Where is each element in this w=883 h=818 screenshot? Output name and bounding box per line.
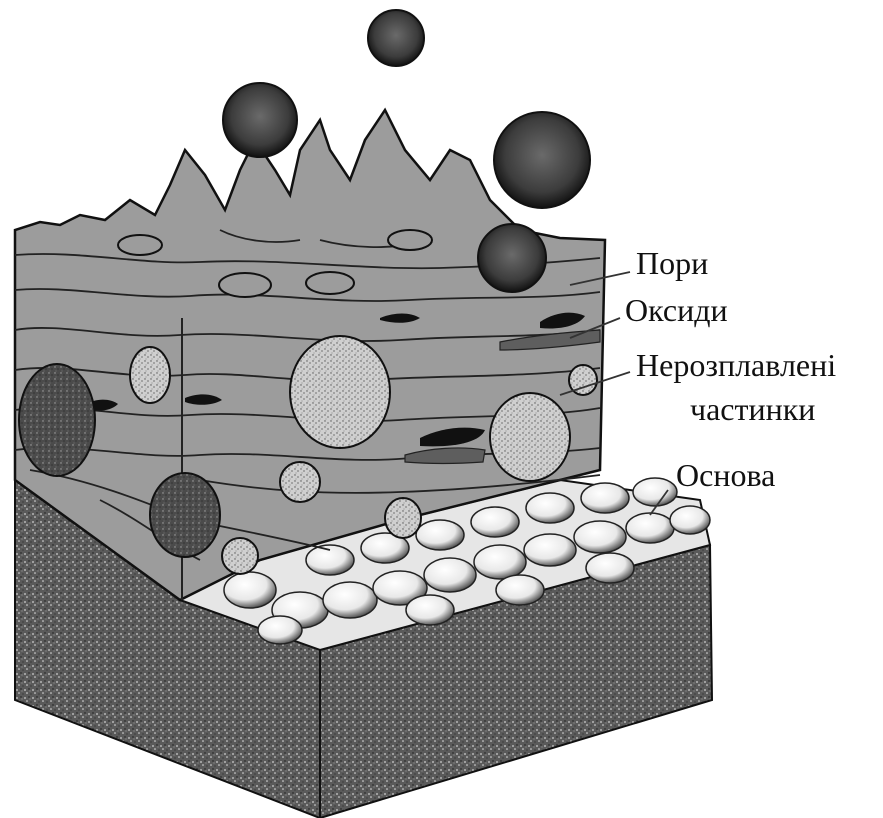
label-unmelted-particles-line1: Нерозплавлені: [636, 348, 836, 383]
label-base: Основа: [676, 458, 775, 493]
label-oxides: Оксиди: [625, 293, 728, 328]
label-pores: Пори: [636, 246, 708, 281]
label-unmelted-particles-line2: частинки: [690, 392, 815, 427]
